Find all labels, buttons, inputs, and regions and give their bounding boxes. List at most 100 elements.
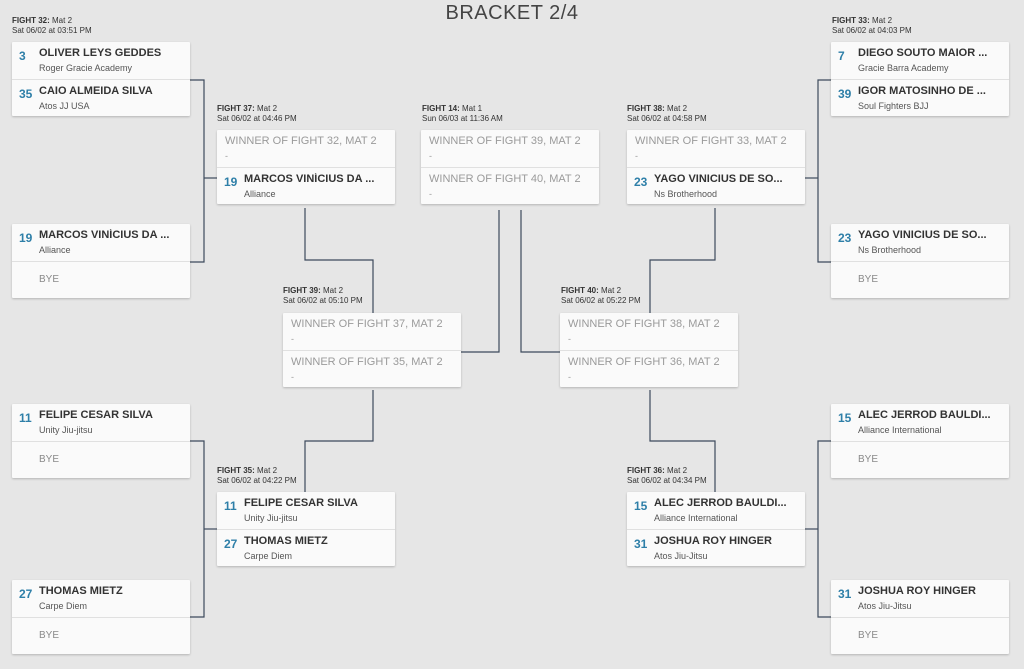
bye-slot: BYE bbox=[12, 261, 190, 298]
bye-match-card[interactable]: 11 FELIPE CESAR SILVA Unity Jiu-jitsu BY… bbox=[12, 404, 190, 478]
team-name: Roger Gracie Academy bbox=[39, 63, 133, 73]
placeholder-slot: WINNER OF FIGHT 39, MAT 2 - bbox=[421, 130, 599, 167]
placeholder-team: - bbox=[429, 151, 432, 161]
bye-label: BYE bbox=[858, 630, 879, 641]
winner-placeholder: WINNER OF FIGHT 40, MAT 2 bbox=[429, 173, 581, 185]
placeholder-slot: WINNER OF FIGHT 40, MAT 2 - bbox=[421, 167, 599, 204]
competitor-slot[interactable]: 35 CAIO ALMEIDA SILVA Atos JJ USA bbox=[12, 79, 190, 116]
placeholder-slot: WINNER OF FIGHT 32, MAT 2 - bbox=[217, 130, 395, 167]
bye-match-card[interactable]: 31 JOSHUA ROY HINGER Atos Jiu-Jitsu BYE bbox=[831, 580, 1009, 654]
competitor-name: DIEGO SOUTO MAIOR ... bbox=[858, 47, 988, 59]
team-name: Carpe Diem bbox=[39, 601, 88, 611]
competitor-slot[interactable]: 3 OLIVER LEYS GEDDES Roger Gracie Academ… bbox=[12, 42, 190, 79]
fight-36-card[interactable]: 15 ALEC JERROD BAULDI... Alliance Intern… bbox=[627, 492, 805, 566]
winner-placeholder: WINNER OF FIGHT 39, MAT 2 bbox=[429, 135, 581, 147]
placeholder-team: - bbox=[291, 372, 294, 382]
bye-match-card[interactable]: 19 MARCOS VINÍCIUS DA ... Alliance BYE bbox=[12, 224, 190, 298]
competitor-name: FELIPE CESAR SILVA bbox=[39, 409, 153, 421]
fight-14-card[interactable]: WINNER OF FIGHT 39, MAT 2 - WINNER OF FI… bbox=[421, 130, 599, 204]
competitor-slot[interactable]: 31 JOSHUA ROY HINGER Atos Jiu-Jitsu bbox=[831, 580, 1009, 617]
placeholder-slot: WINNER OF FIGHT 33, MAT 2 - bbox=[627, 130, 805, 167]
bye-label: BYE bbox=[39, 630, 60, 641]
bye-match-card[interactable]: 15 ALEC JERROD BAULDI... Alliance Intern… bbox=[831, 404, 1009, 478]
team-name: Carpe Diem bbox=[244, 551, 293, 561]
bye-label: BYE bbox=[39, 274, 60, 285]
seed-number: 19 bbox=[224, 175, 238, 189]
team-name: Alliance International bbox=[654, 513, 738, 523]
competitor-name: JOSHUA ROY HINGER bbox=[858, 585, 976, 597]
placeholder-team: - bbox=[568, 334, 571, 344]
bye-match-card[interactable]: 27 THOMAS MIETZ Carpe Diem BYE bbox=[12, 580, 190, 654]
placeholder-slot: WINNER OF FIGHT 35, MAT 2 - bbox=[283, 350, 461, 387]
competitor-slot[interactable]: 11 FELIPE CESAR SILVA Unity Jiu-jitsu bbox=[12, 404, 190, 441]
seed-number: 27 bbox=[224, 537, 238, 551]
competitor-slot[interactable]: 27 THOMAS MIETZ Carpe Diem bbox=[12, 580, 190, 617]
competitor-name: FELIPE CESAR SILVA bbox=[244, 497, 358, 509]
competitor-name: ALEC JERROD BAULDI... bbox=[654, 497, 787, 509]
competitor-name: IGOR MATOSINHO DE ... bbox=[858, 85, 986, 97]
seed-number: 11 bbox=[224, 499, 237, 513]
fight-39-card[interactable]: WINNER OF FIGHT 37, MAT 2 - WINNER OF FI… bbox=[283, 313, 461, 387]
placeholder-slot: WINNER OF FIGHT 37, MAT 2 - bbox=[283, 313, 461, 350]
team-name: Gracie Barra Academy bbox=[858, 63, 949, 73]
winner-placeholder: WINNER OF FIGHT 33, MAT 2 bbox=[635, 135, 787, 147]
competitor-slot[interactable]: 23 YAGO VINICIUS DE SO... Ns Brotherhood bbox=[831, 224, 1009, 261]
winner-placeholder: WINNER OF FIGHT 36, MAT 2 bbox=[568, 356, 720, 368]
fight-32-card[interactable]: 3 OLIVER LEYS GEDDES Roger Gracie Academ… bbox=[12, 42, 190, 116]
competitor-slot[interactable]: 7 DIEGO SOUTO MAIOR ... Gracie Barra Aca… bbox=[831, 42, 1009, 79]
placeholder-team: - bbox=[225, 151, 228, 161]
fight-35-card[interactable]: 11 FELIPE CESAR SILVA Unity Jiu-jitsu 27… bbox=[217, 492, 395, 566]
competitor-name: OLIVER LEYS GEDDES bbox=[39, 47, 162, 59]
competitor-name: THOMAS MIETZ bbox=[39, 585, 123, 597]
placeholder-team: - bbox=[635, 151, 638, 161]
bracket-title: BRACKET 2/4 bbox=[445, 2, 579, 24]
competitor-name: YAGO VINICIUS DE SO... bbox=[858, 229, 987, 241]
bye-slot: BYE bbox=[12, 617, 190, 654]
seed-number: 31 bbox=[634, 537, 648, 551]
seed-number: 7 bbox=[838, 49, 845, 63]
placeholder-team: - bbox=[568, 372, 571, 382]
team-name: Alliance bbox=[244, 189, 276, 199]
team-name: Atos Jiu-Jitsu bbox=[858, 601, 912, 611]
bye-slot: BYE bbox=[831, 617, 1009, 654]
fight-38-card[interactable]: WINNER OF FIGHT 33, MAT 2 - 23 YAGO VINI… bbox=[627, 130, 805, 204]
competitor-slot[interactable]: 27 THOMAS MIETZ Carpe Diem bbox=[217, 529, 395, 566]
bye-slot: BYE bbox=[831, 261, 1009, 298]
competitor-slot[interactable]: 39 IGOR MATOSINHO DE ... Soul Fighters B… bbox=[831, 79, 1009, 116]
seed-number: 19 bbox=[19, 231, 33, 245]
bye-slot: BYE bbox=[831, 441, 1009, 478]
seed-number: 23 bbox=[838, 231, 852, 245]
team-name: Alliance bbox=[39, 245, 71, 255]
team-name: Ns Brotherhood bbox=[858, 245, 922, 255]
fight-37-card[interactable]: WINNER OF FIGHT 32, MAT 2 - 19 MARCOS VI… bbox=[217, 130, 395, 204]
competitor-name: JOSHUA ROY HINGER bbox=[654, 535, 772, 547]
fight-33-card[interactable]: 7 DIEGO SOUTO MAIOR ... Gracie Barra Aca… bbox=[831, 42, 1009, 116]
competitor-slot[interactable]: 15 ALEC JERROD BAULDI... Alliance Intern… bbox=[831, 404, 1009, 441]
bye-label: BYE bbox=[858, 274, 879, 285]
fight-40-card[interactable]: WINNER OF FIGHT 38, MAT 2 - WINNER OF FI… bbox=[560, 313, 738, 387]
competitor-slot[interactable]: 23 YAGO VINICIUS DE SO... Ns Brotherhood bbox=[627, 167, 805, 204]
placeholder-slot: WINNER OF FIGHT 38, MAT 2 - bbox=[560, 313, 738, 350]
team-name: Unity Jiu-jitsu bbox=[244, 513, 298, 523]
winner-placeholder: WINNER OF FIGHT 32, MAT 2 bbox=[225, 135, 377, 147]
bye-match-card[interactable]: 23 YAGO VINICIUS DE SO... Ns Brotherhood… bbox=[831, 224, 1009, 298]
competitor-name: YAGO VINICIUS DE SO... bbox=[654, 173, 783, 185]
bye-label: BYE bbox=[858, 454, 879, 465]
seed-number: 15 bbox=[634, 499, 648, 513]
competitor-slot[interactable]: 19 MARCOS VINÍCIUS DA ... Alliance bbox=[12, 224, 190, 261]
placeholder-team: - bbox=[291, 334, 294, 344]
competitor-slot[interactable]: 19 MARCOS VINÍCIUS DA ... Alliance bbox=[217, 167, 395, 204]
team-name: Unity Jiu-jitsu bbox=[39, 425, 93, 435]
competitor-slot[interactable]: 31 JOSHUA ROY HINGER Atos Jiu-Jitsu bbox=[627, 529, 805, 566]
competitor-slot[interactable]: 15 ALEC JERROD BAULDI... Alliance Intern… bbox=[627, 492, 805, 529]
competitor-slot[interactable]: 11 FELIPE CESAR SILVA Unity Jiu-jitsu bbox=[217, 492, 395, 529]
placeholder-team: - bbox=[429, 189, 432, 199]
placeholder-slot: WINNER OF FIGHT 36, MAT 2 - bbox=[560, 350, 738, 387]
seed-number: 15 bbox=[838, 411, 852, 425]
winner-placeholder: WINNER OF FIGHT 38, MAT 2 bbox=[568, 318, 720, 330]
